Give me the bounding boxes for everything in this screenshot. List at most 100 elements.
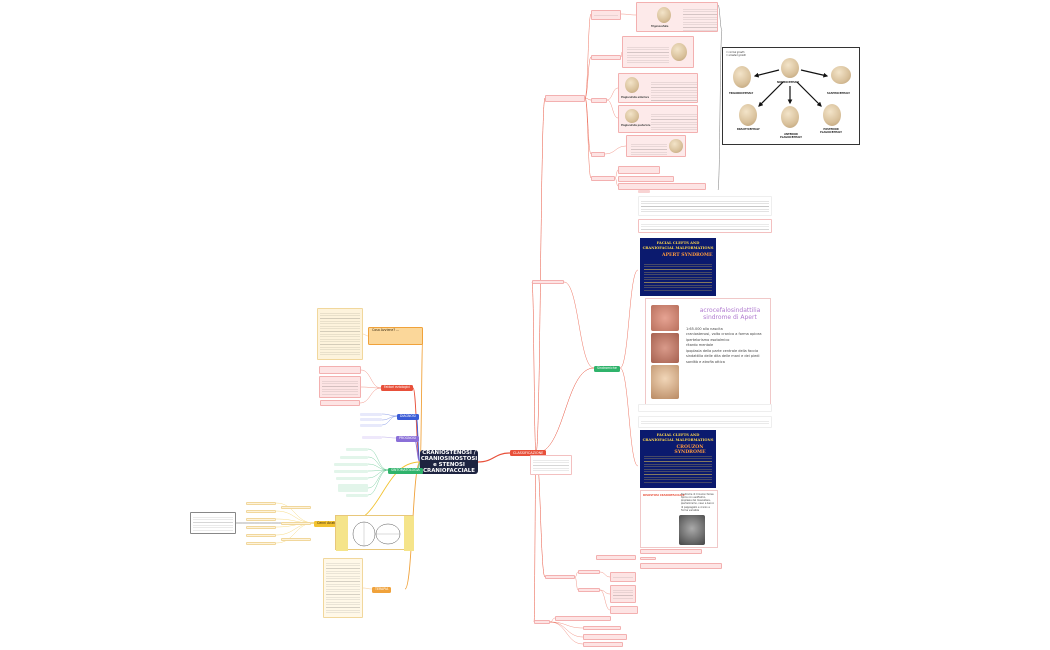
note-oxy-2 <box>618 166 660 174</box>
note-oxy <box>591 176 615 181</box>
leaf-sint-6 <box>338 484 368 492</box>
posterior-skull-icon <box>823 104 841 126</box>
note-oxy-4 <box>618 183 706 190</box>
terapia-label: TERAPIA <box>375 587 389 591</box>
prognosi-topic[interactable]: PROGNOSI <box>396 436 419 442</box>
crouzon-card: DISOSTOSI CRANIOFACCIALE Sindrome di Cro… <box>640 490 718 548</box>
note-pink-1 <box>319 366 361 374</box>
link-b <box>574 571 579 578</box>
apert-slide: FACIAL CLEFTS AND CRANIOFACIAL MALFORMAT… <box>640 238 716 296</box>
leaf-diag-2 <box>360 418 382 421</box>
scapho-label: SCAPHOCEPHALY <box>827 92 850 95</box>
legend-arrested: = arrested growth <box>726 54 746 57</box>
card-brachy <box>626 135 686 157</box>
note-mid-2 <box>638 219 772 233</box>
crouzon-slide-title2: CRANIOFACIAL MALFORMATIONS <box>642 438 714 442</box>
root-topic[interactable]: CRANIOSTENOSI / CRANIOSINOSTOSI e STENOS… <box>420 450 478 474</box>
note-bottom-2 <box>578 570 600 574</box>
link-crouzon <box>619 367 639 467</box>
note-classif-4 <box>596 555 636 560</box>
apert-item: craniostenosi, volto cranico a forma api… <box>686 332 762 337</box>
link-card <box>604 145 627 155</box>
foot-photo <box>651 333 679 363</box>
trigono-caption: Trigonocefalia <box>651 25 669 28</box>
crouzon-slide-name: CROUZON SYNDROME <box>674 445 706 455</box>
giallo-topic[interactable]: Cosa Avviene? ... <box>368 327 423 345</box>
link-l <box>367 469 389 489</box>
leaf-cranio-7 <box>281 506 311 509</box>
skull-brachy-icon <box>669 139 683 153</box>
terapia-topic[interactable]: TERAPIA <box>372 587 392 593</box>
note-white-left <box>190 512 236 534</box>
diagnosi-label: DIAGNOSI <box>400 414 416 418</box>
brachy-label: BRACHYCEPHALY <box>737 128 760 131</box>
note-brachy <box>591 152 605 157</box>
fattori-topic[interactable]: Fattori eziologici <box>381 385 414 391</box>
plagio-post-caption: Plagiocefalia posteriore <box>621 124 651 127</box>
leaf-cranio-5 <box>246 534 276 537</box>
cranio-anatomy-image <box>335 515 414 551</box>
note-crouzon-4 <box>640 557 656 560</box>
link-card <box>620 51 623 58</box>
skull-scapho-icon <box>671 43 687 61</box>
skull-plagio-post-icon <box>625 109 639 123</box>
child-photo <box>651 365 679 399</box>
skull-trigono-icon <box>657 7 671 23</box>
link-sind <box>563 281 595 369</box>
link-b <box>599 589 611 611</box>
leaf-cranio-2 <box>246 510 276 513</box>
classificazione-topic[interactable]: CLASSIFICAZIONE <box>510 450 547 457</box>
note-bottom-4 <box>610 572 636 582</box>
note-top-2 <box>591 55 621 60</box>
apert-slide-title1: FACIAL CLEFTS AND <box>656 241 700 245</box>
apert-item: ipertelorismo esotalmico <box>686 337 730 342</box>
anterior-label: ANTERIOR PLAGIOCEPHALY <box>780 133 802 139</box>
apert-item: sordità e atrofia ottica <box>686 359 725 364</box>
hand-photo <box>651 305 679 331</box>
link-shape <box>584 97 592 155</box>
scapho-skull-icon <box>831 66 851 84</box>
sintomatologia-topic[interactable]: SINTOMATOLOGIA <box>388 468 423 474</box>
sindromi-topic[interactable]: Sindromiche <box>594 366 620 372</box>
link-b <box>599 589 611 595</box>
link-l <box>362 333 369 337</box>
link-apert <box>619 269 639 369</box>
link-shape <box>584 56 592 99</box>
link-shape <box>584 97 592 179</box>
cranio-label: Cenni Anatomici... <box>317 521 347 525</box>
note-crouzon-1 <box>638 404 772 412</box>
note-terapia <box>323 558 363 618</box>
leaf-cranio-3 <box>246 518 276 521</box>
note-bottom-5 <box>610 585 636 603</box>
link-l <box>359 387 382 404</box>
note-classif-2 <box>532 280 564 284</box>
leaf-cranio-1 <box>246 502 276 505</box>
link-classif <box>477 452 511 463</box>
link-shape <box>584 97 592 101</box>
link-l <box>362 587 373 590</box>
link-l <box>367 456 389 471</box>
note-mid-0 <box>638 190 650 193</box>
classificazione-label: CLASSIFICAZIONE <box>513 451 544 455</box>
diagnosi-topic[interactable]: DIAGNOSI <box>397 414 419 420</box>
posterior-label: POSTERIOR PLAGIOCEPHALY <box>820 128 842 134</box>
link-giallo <box>419 335 424 463</box>
link-l <box>367 469 389 472</box>
link-l <box>367 469 389 496</box>
leaf-diag-1 <box>360 413 382 416</box>
card-trigonocefalia: Trigonocefalia <box>636 2 718 32</box>
note-classif-1 <box>545 95 585 102</box>
bracket-line <box>717 29 723 191</box>
leaf-sint-5 <box>336 477 368 480</box>
link-l <box>367 469 389 479</box>
giallo-topic-label: Cosa Avviene? ... <box>372 328 400 332</box>
apert-slide-title2: CRANIOFACIAL MALFORMATIONS <box>642 246 714 250</box>
leaf-cranio-9 <box>281 538 311 541</box>
cranio-topic[interactable]: Cenni Anatomici... <box>314 521 350 527</box>
normo-skull-icon <box>781 58 799 78</box>
note-bottom-1 <box>545 575 575 579</box>
link-l <box>381 436 397 439</box>
note-bottom-10 <box>583 634 627 640</box>
note-mid-1 <box>638 196 772 216</box>
link-shape <box>584 13 592 99</box>
